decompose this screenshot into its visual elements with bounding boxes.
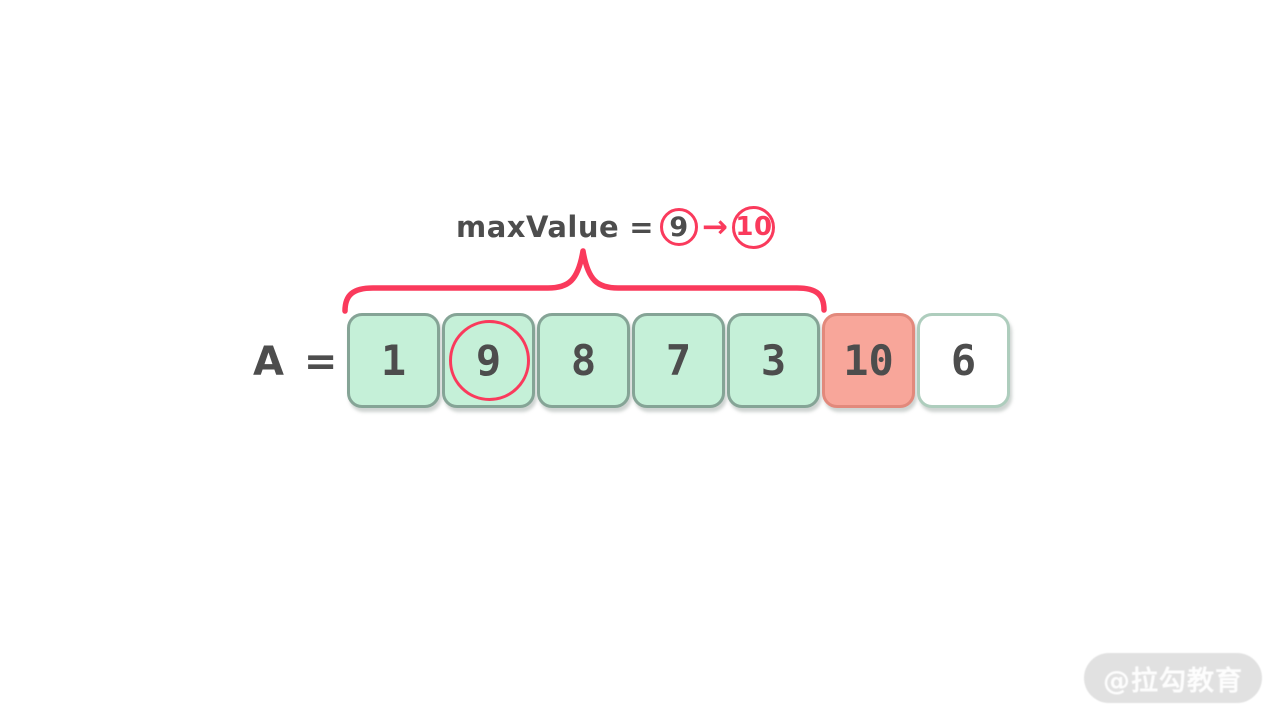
array-cell: 8 [537, 313, 630, 408]
array-cell-value: 10 [843, 336, 894, 385]
watermark-badge: @拉勾教育 [1084, 653, 1262, 703]
equals-sign: = [629, 210, 654, 244]
array-cell: 6 [917, 313, 1010, 408]
array-cell-value: 6 [950, 336, 977, 385]
array-cell-value: 7 [665, 336, 692, 385]
array-cell: 1 [347, 313, 440, 408]
max-value-annotation: maxValue = 9 → 10 [456, 204, 776, 250]
array-cell: 7 [632, 313, 725, 408]
arrow-right-icon: → [702, 209, 729, 245]
array-cell: 3 [727, 313, 820, 408]
array-cell-value: 9 [475, 336, 502, 385]
new-max-circle: 10 [732, 205, 776, 249]
array-cell-value: 8 [570, 336, 597, 385]
max-value-label: maxValue [456, 210, 620, 244]
array-cell-value: 3 [760, 336, 787, 385]
old-max-value: 9 [669, 211, 689, 243]
array-cell: 9 [442, 313, 535, 408]
array-cell-value: 1 [380, 336, 407, 385]
old-max-circle: 9 [660, 208, 698, 246]
array-name-label: A = [253, 339, 341, 385]
array-row: 1 9 8 7 3 10 6 [347, 313, 1010, 408]
new-max-value: 10 [735, 212, 773, 242]
brace-icon [342, 248, 827, 314]
array-cell: 10 [822, 313, 915, 408]
